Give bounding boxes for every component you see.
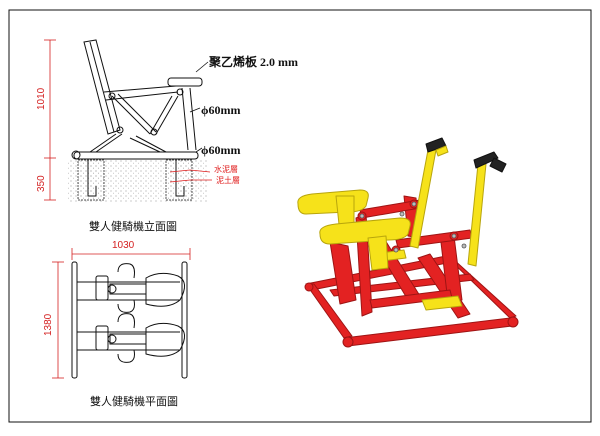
elevation-dimensions xyxy=(44,39,56,201)
board-spec-label: 聚乙烯板 2.0 mm xyxy=(209,55,298,69)
length-dimension-label: 1380 xyxy=(43,313,54,336)
base-dimension-label: 350 xyxy=(36,175,47,192)
width-dimension-label: 1030 xyxy=(112,240,135,251)
soil-layer-label: 泥土層 xyxy=(216,176,240,185)
pivot xyxy=(116,126,124,134)
bolts xyxy=(359,201,467,253)
plan-dimensions xyxy=(52,248,191,379)
anchor-left xyxy=(87,160,97,197)
pivot xyxy=(150,128,158,136)
pivot xyxy=(176,88,184,96)
lower-pipe-spec-label: ϕ60mm xyxy=(201,143,241,157)
seat-board xyxy=(167,77,203,87)
plan-drawing xyxy=(71,261,188,379)
base-end-left xyxy=(71,150,81,160)
render-3d xyxy=(297,137,519,348)
mid-leg xyxy=(129,135,167,153)
arm-upper xyxy=(103,85,179,101)
yellow-handles xyxy=(409,137,507,267)
plan-rail-left xyxy=(71,261,78,379)
height-dimension-label: 1010 xyxy=(36,87,47,110)
front-post xyxy=(181,87,197,151)
arm-diag-a xyxy=(111,93,157,135)
sheet-border xyxy=(8,9,592,423)
anchor-right xyxy=(175,160,185,197)
cement-layer-label: 水泥層 xyxy=(214,165,238,174)
elevation-drawing xyxy=(68,39,208,202)
plan-unit-lower xyxy=(77,313,185,363)
base-tube xyxy=(73,151,199,160)
yellow-seats xyxy=(297,189,411,271)
rear-leg xyxy=(89,133,123,153)
elevation-caption: 雙人健騎機立面圖 xyxy=(89,220,177,233)
backrest xyxy=(83,39,121,135)
plan-caption: 雙人健騎機平面圖 xyxy=(90,395,178,408)
plan-rail-right xyxy=(181,261,188,379)
plan-unit-upper xyxy=(77,263,185,313)
leader-lines xyxy=(169,61,212,183)
pivot xyxy=(108,92,116,100)
upper-pipe-spec-label: ϕ60mm xyxy=(201,103,241,117)
foundation-block-left xyxy=(77,159,105,201)
arm-diag-b xyxy=(149,95,179,135)
